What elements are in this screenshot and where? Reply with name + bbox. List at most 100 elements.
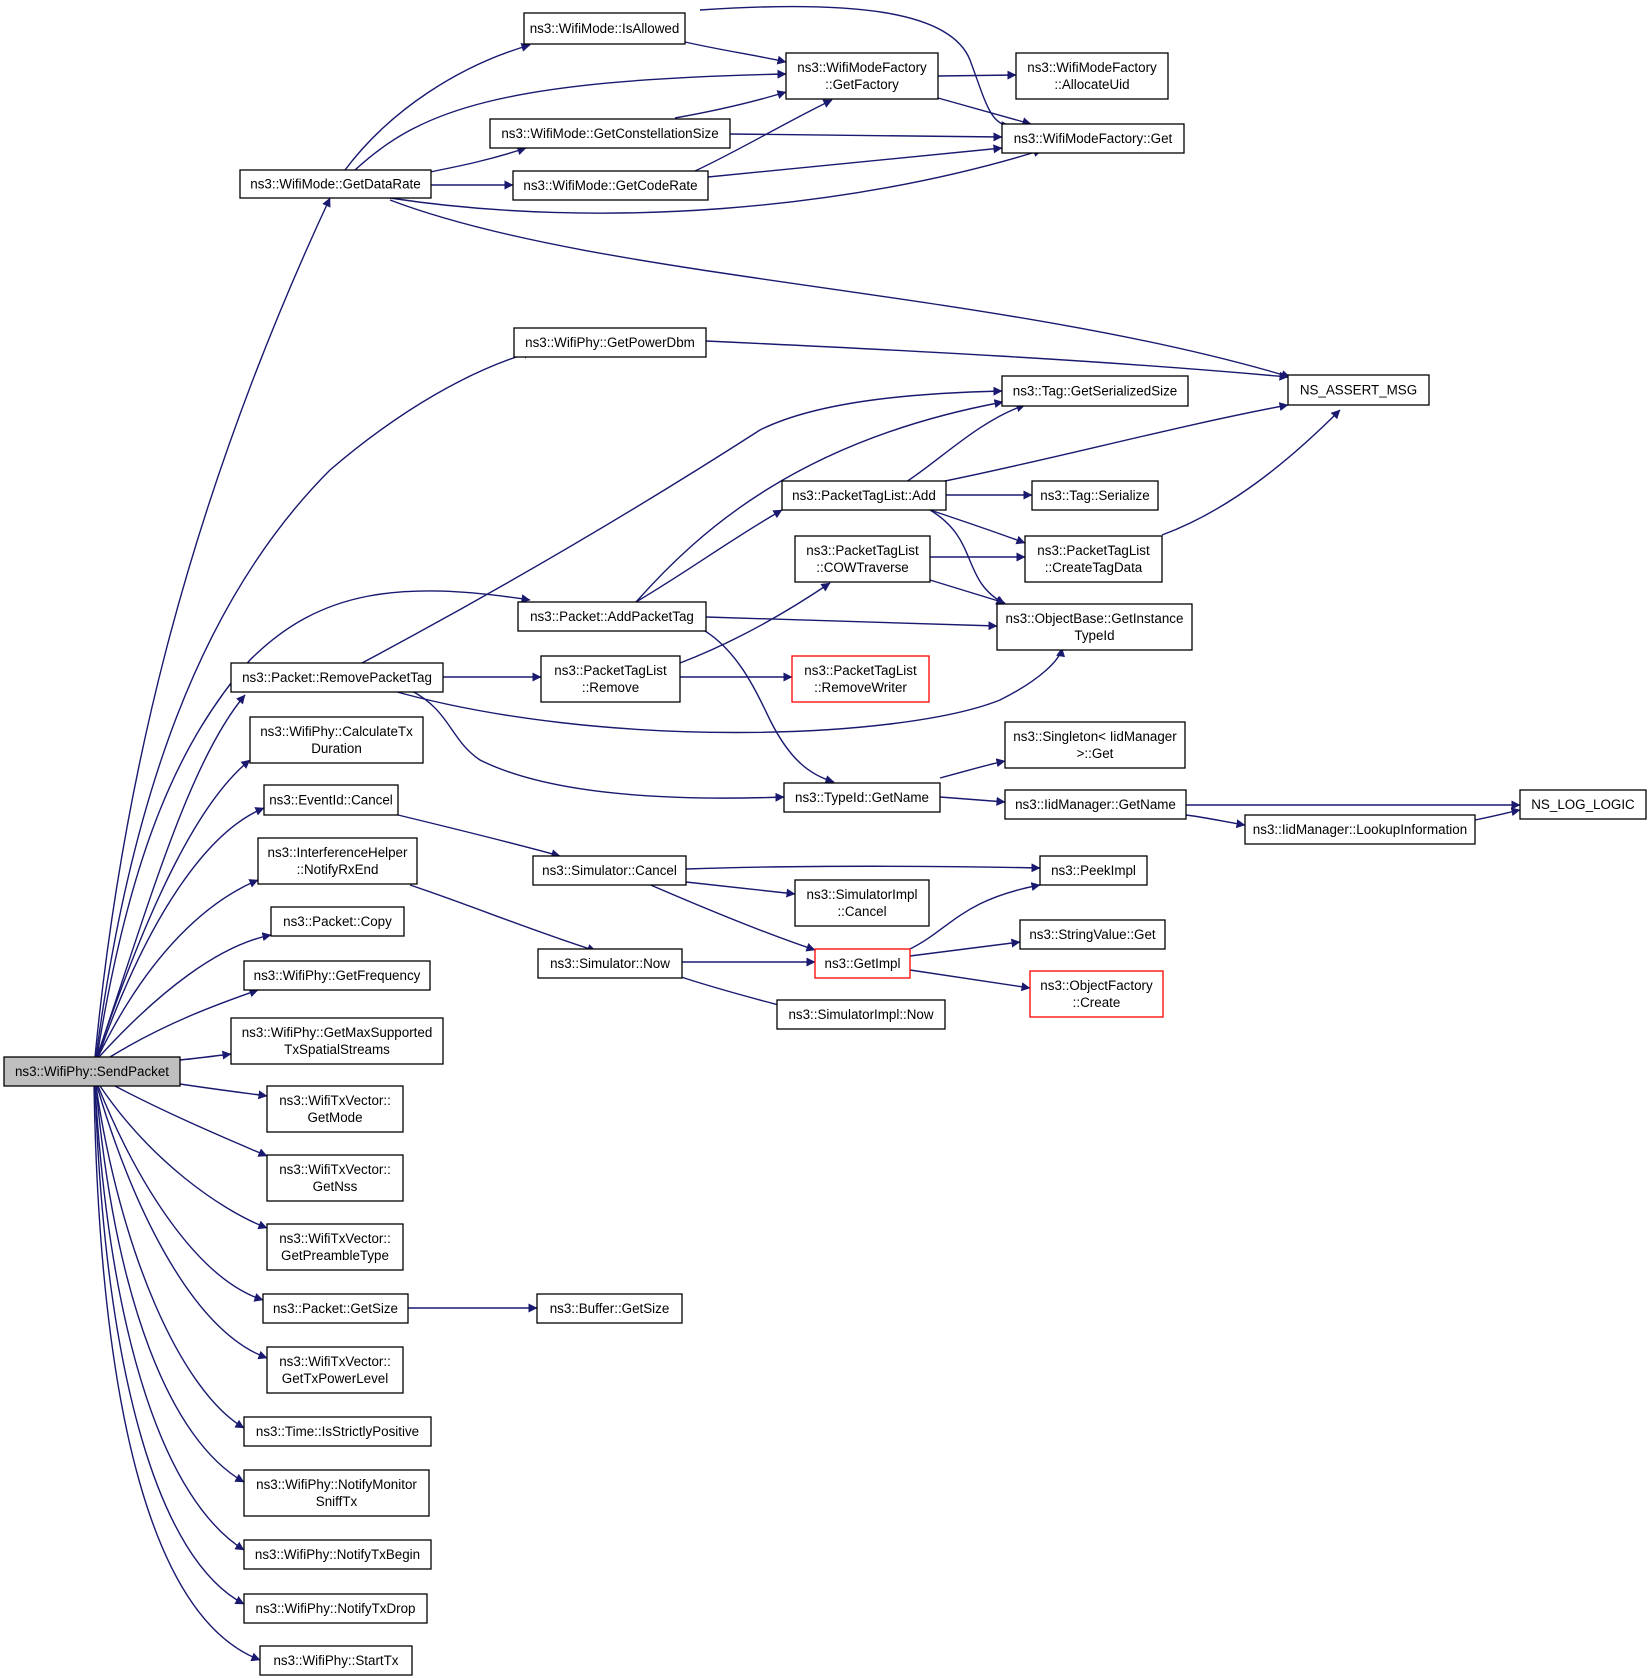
edge-ptladd-taggetser xyxy=(905,403,1026,483)
node-simcancel[interactable]: ns3::Simulator::Cancel xyxy=(532,855,687,886)
node-label: GetMode xyxy=(307,1110,362,1125)
node-box xyxy=(243,1416,432,1447)
edge-getdatarate-nsassert xyxy=(389,199,1291,379)
node-label: ns3::WifiPhy::StartTx xyxy=(273,1653,398,1668)
edge-sendpacket-calctx xyxy=(96,759,251,1058)
node-txbegin[interactable]: ns3::WifiPhy::NotifyTxBegin xyxy=(243,1539,432,1570)
node-label: ns3::IidManager::GetName xyxy=(1015,797,1176,812)
node-box xyxy=(263,784,399,816)
node-getfactory[interactable]: ns3::WifiModeFactory::GetFactory xyxy=(785,52,939,100)
node-ptladd[interactable]: ns3::PacketTagList::Add xyxy=(781,480,947,511)
node-eventcancel[interactable]: ns3::EventId::Cancel xyxy=(263,784,399,816)
edge-typeidname-singleton xyxy=(939,758,1006,779)
node-label: ns3::WifiTxVector:: xyxy=(279,1162,391,1177)
edge-sendpacket-maxss xyxy=(179,1050,232,1061)
node-box xyxy=(996,603,1193,651)
node-label: ns3::WifiModeFactory::Get xyxy=(1014,131,1173,146)
node-label: ::CreateTagData xyxy=(1045,560,1143,575)
node-simimplnow[interactable]: ns3::SimulatorImpl::Now xyxy=(776,999,946,1030)
edge-getfactory-wmfget xyxy=(937,97,1032,127)
edge-sendpacket-txpreamble xyxy=(99,1085,268,1230)
node-box xyxy=(243,1539,432,1570)
node-createtag[interactable]: ns3::PacketTagList::CreateTagData xyxy=(1024,535,1163,583)
node-box xyxy=(1287,374,1430,406)
edge-getdatarate-getconst xyxy=(429,146,527,173)
node-txdrop[interactable]: ns3::WifiPhy::NotifyTxDrop xyxy=(243,1593,428,1624)
node-txnss[interactable]: ns3::WifiTxVector::GetNss xyxy=(266,1154,404,1202)
node-removewriter[interactable]: ns3::PacketTagList::RemoveWriter xyxy=(791,655,930,703)
node-peekimpl[interactable]: ns3::PeekImpl xyxy=(1039,855,1148,886)
node-box xyxy=(1019,919,1166,950)
node-objfactory[interactable]: ns3::ObjectFactory::Create xyxy=(1029,970,1164,1018)
node-removepackettag[interactable]: ns3::Packet::RemovePacketTag xyxy=(230,662,444,693)
node-box xyxy=(1004,789,1187,820)
edge-sendpacket-getdatarate xyxy=(94,197,331,1058)
node-txpreamble[interactable]: ns3::WifiTxVector::GetPreambleType xyxy=(266,1223,404,1271)
node-label: ::Create xyxy=(1073,995,1121,1010)
node-pcopy[interactable]: ns3::Packet::Copy xyxy=(270,906,405,937)
node-box xyxy=(262,1293,409,1324)
node-box xyxy=(3,1056,181,1087)
node-label: ns3::Simulator::Now xyxy=(550,956,670,971)
node-box xyxy=(249,716,424,764)
node-singleton[interactable]: ns3::Singleton< IidManager>::Get xyxy=(1004,721,1186,769)
node-allocateuid[interactable]: ns3::WifiModeFactory::AllocateUid xyxy=(1015,52,1169,100)
edge-getcoderate-wmfget xyxy=(707,144,1003,178)
node-isallowed[interactable]: ns3::WifiMode::IsAllowed xyxy=(523,12,686,45)
edge-getconst-wmfget xyxy=(729,132,1003,142)
node-box xyxy=(776,999,946,1030)
node-label: ns3::PacketTagList::Add xyxy=(792,488,936,503)
node-tagser[interactable]: ns3::Tag::Serialize xyxy=(1031,480,1159,511)
node-ptlremove[interactable]: ns3::PacketTagList::Remove xyxy=(540,655,681,703)
edge-simcancel-simimplcancel xyxy=(685,881,796,898)
node-box xyxy=(1001,375,1189,407)
node-getpowerdbm[interactable]: ns3::WifiPhy::GetPowerDbm xyxy=(513,327,707,358)
node-label: ns3::StringValue::Get xyxy=(1029,927,1156,942)
node-cowtrav[interactable]: ns3::PacketTagList::COWTraverse xyxy=(794,535,931,583)
node-addpackettag[interactable]: ns3::Packet::AddPacketTag xyxy=(517,601,707,632)
node-txmode[interactable]: ns3::WifiTxVector::GetMode xyxy=(266,1085,404,1133)
node-starttx[interactable]: ns3::WifiPhy::StartTx xyxy=(259,1645,413,1676)
node-getconst[interactable]: ns3::WifiMode::GetConstellationSize xyxy=(489,118,731,149)
node-getdatarate[interactable]: ns3::WifiMode::GetDataRate xyxy=(239,169,432,199)
node-label: ns3::PacketTagList xyxy=(804,663,917,678)
node-box xyxy=(794,535,931,583)
edge-sendpacket-eventcancel xyxy=(97,807,265,1058)
node-sendpacket[interactable]: ns3::WifiPhy::SendPacket xyxy=(3,1056,181,1087)
node-strget[interactable]: ns3::StringValue::Get xyxy=(1019,919,1166,950)
node-box xyxy=(1024,535,1163,583)
node-txpower[interactable]: ns3::WifiTxVector::GetTxPowerLevel xyxy=(266,1346,404,1394)
node-pgetsize[interactable]: ns3::Packet::GetSize xyxy=(262,1293,409,1324)
node-getimpl[interactable]: ns3::GetImpl xyxy=(814,948,911,979)
node-box xyxy=(266,1346,404,1394)
node-nslog[interactable]: NS_LOG_LOGIC xyxy=(1519,789,1647,820)
node-box xyxy=(489,118,731,149)
node-lookup[interactable]: ns3::IidManager::LookupInformation xyxy=(1244,814,1476,845)
edge-ptladd-getinst xyxy=(929,509,1006,605)
edge-sendpacket-interf xyxy=(97,879,259,1058)
node-simnow[interactable]: ns3::Simulator::Now xyxy=(537,948,683,979)
node-label: ns3::WifiTxVector:: xyxy=(279,1231,391,1246)
node-maxss[interactable]: ns3::WifiPhy::GetMaxSupportedTxSpatialSt… xyxy=(230,1017,444,1065)
node-box xyxy=(270,906,405,937)
node-taggetser[interactable]: ns3::Tag::GetSerializedSize xyxy=(1001,375,1189,407)
node-nsassert[interactable]: NS_ASSERT_MSG xyxy=(1287,374,1430,406)
node-getcoderate[interactable]: ns3::WifiMode::GetCodeRate xyxy=(512,170,709,201)
node-bufgetsize[interactable]: ns3::Buffer::GetSize xyxy=(536,1293,683,1324)
node-box xyxy=(230,662,444,693)
node-wmfget[interactable]: ns3::WifiModeFactory::Get xyxy=(1001,123,1185,154)
node-iidname[interactable]: ns3::IidManager::GetName xyxy=(1004,789,1187,820)
node-typeidname[interactable]: ns3::TypeId::GetName xyxy=(783,782,941,813)
node-label: ns3::WifiModeFactory xyxy=(797,60,927,75)
node-interf[interactable]: ns3::InterferenceHelper::NotifyRxEnd xyxy=(257,837,418,885)
node-label: ::NotifyRxEnd xyxy=(297,862,379,877)
node-strictpos[interactable]: ns3::Time::IsStrictlyPositive xyxy=(243,1416,432,1447)
node-label: ns3::WifiMode::GetConstellationSize xyxy=(501,126,718,141)
node-box xyxy=(540,655,681,703)
node-getfreq[interactable]: ns3::WifiPhy::GetFrequency xyxy=(243,960,431,991)
node-simimplcancel[interactable]: ns3::SimulatorImpl::Cancel xyxy=(794,879,930,927)
